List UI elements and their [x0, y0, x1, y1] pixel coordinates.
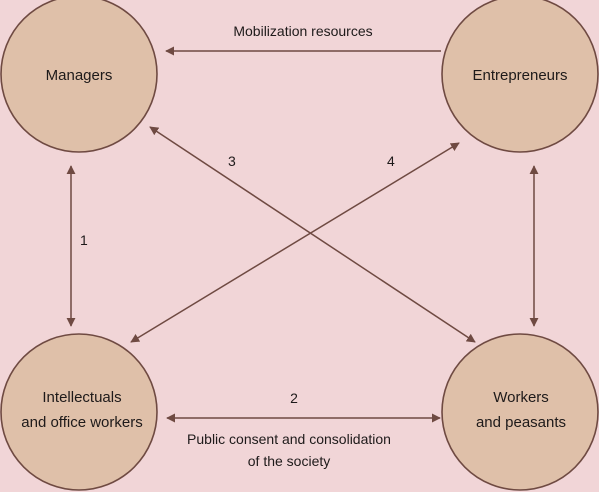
- edge-mobilization-label: Mobilization resources: [233, 23, 372, 39]
- node-intellectuals: Intellectuals and office workers: [0, 333, 158, 491]
- edge-2-label: 2: [290, 390, 298, 406]
- edge-2-caption-line1: Public consent and consolidation: [187, 431, 391, 447]
- intellectuals-label-line1: Intellectuals: [42, 389, 121, 406]
- edge-2-caption-line2: of the society: [248, 453, 331, 469]
- edge-3-label: 3: [228, 153, 236, 169]
- workers-label-line2: and peasants: [476, 414, 566, 431]
- entrepreneurs-label: Entrepreneurs: [472, 67, 567, 84]
- node-workers: Workers and peasants: [441, 333, 599, 491]
- entrepreneurs-circle: [441, 0, 599, 153]
- edge-3-arrow: [149, 126, 476, 343]
- intellectuals-circle: [0, 333, 158, 491]
- node-managers: Managers: [0, 0, 158, 153]
- node-entrepreneurs: Entrepreneurs: [441, 0, 599, 153]
- managers-circle: [0, 0, 158, 153]
- workers-circle: [441, 333, 599, 491]
- edge-4-arrow: [130, 142, 460, 343]
- intellectuals-label-line2: and office workers: [21, 414, 142, 431]
- edge-1-label: 1: [80, 232, 88, 248]
- workers-label-line1: Workers: [493, 389, 549, 406]
- edge-4-label: 4: [387, 153, 395, 169]
- managers-label: Managers: [46, 67, 113, 84]
